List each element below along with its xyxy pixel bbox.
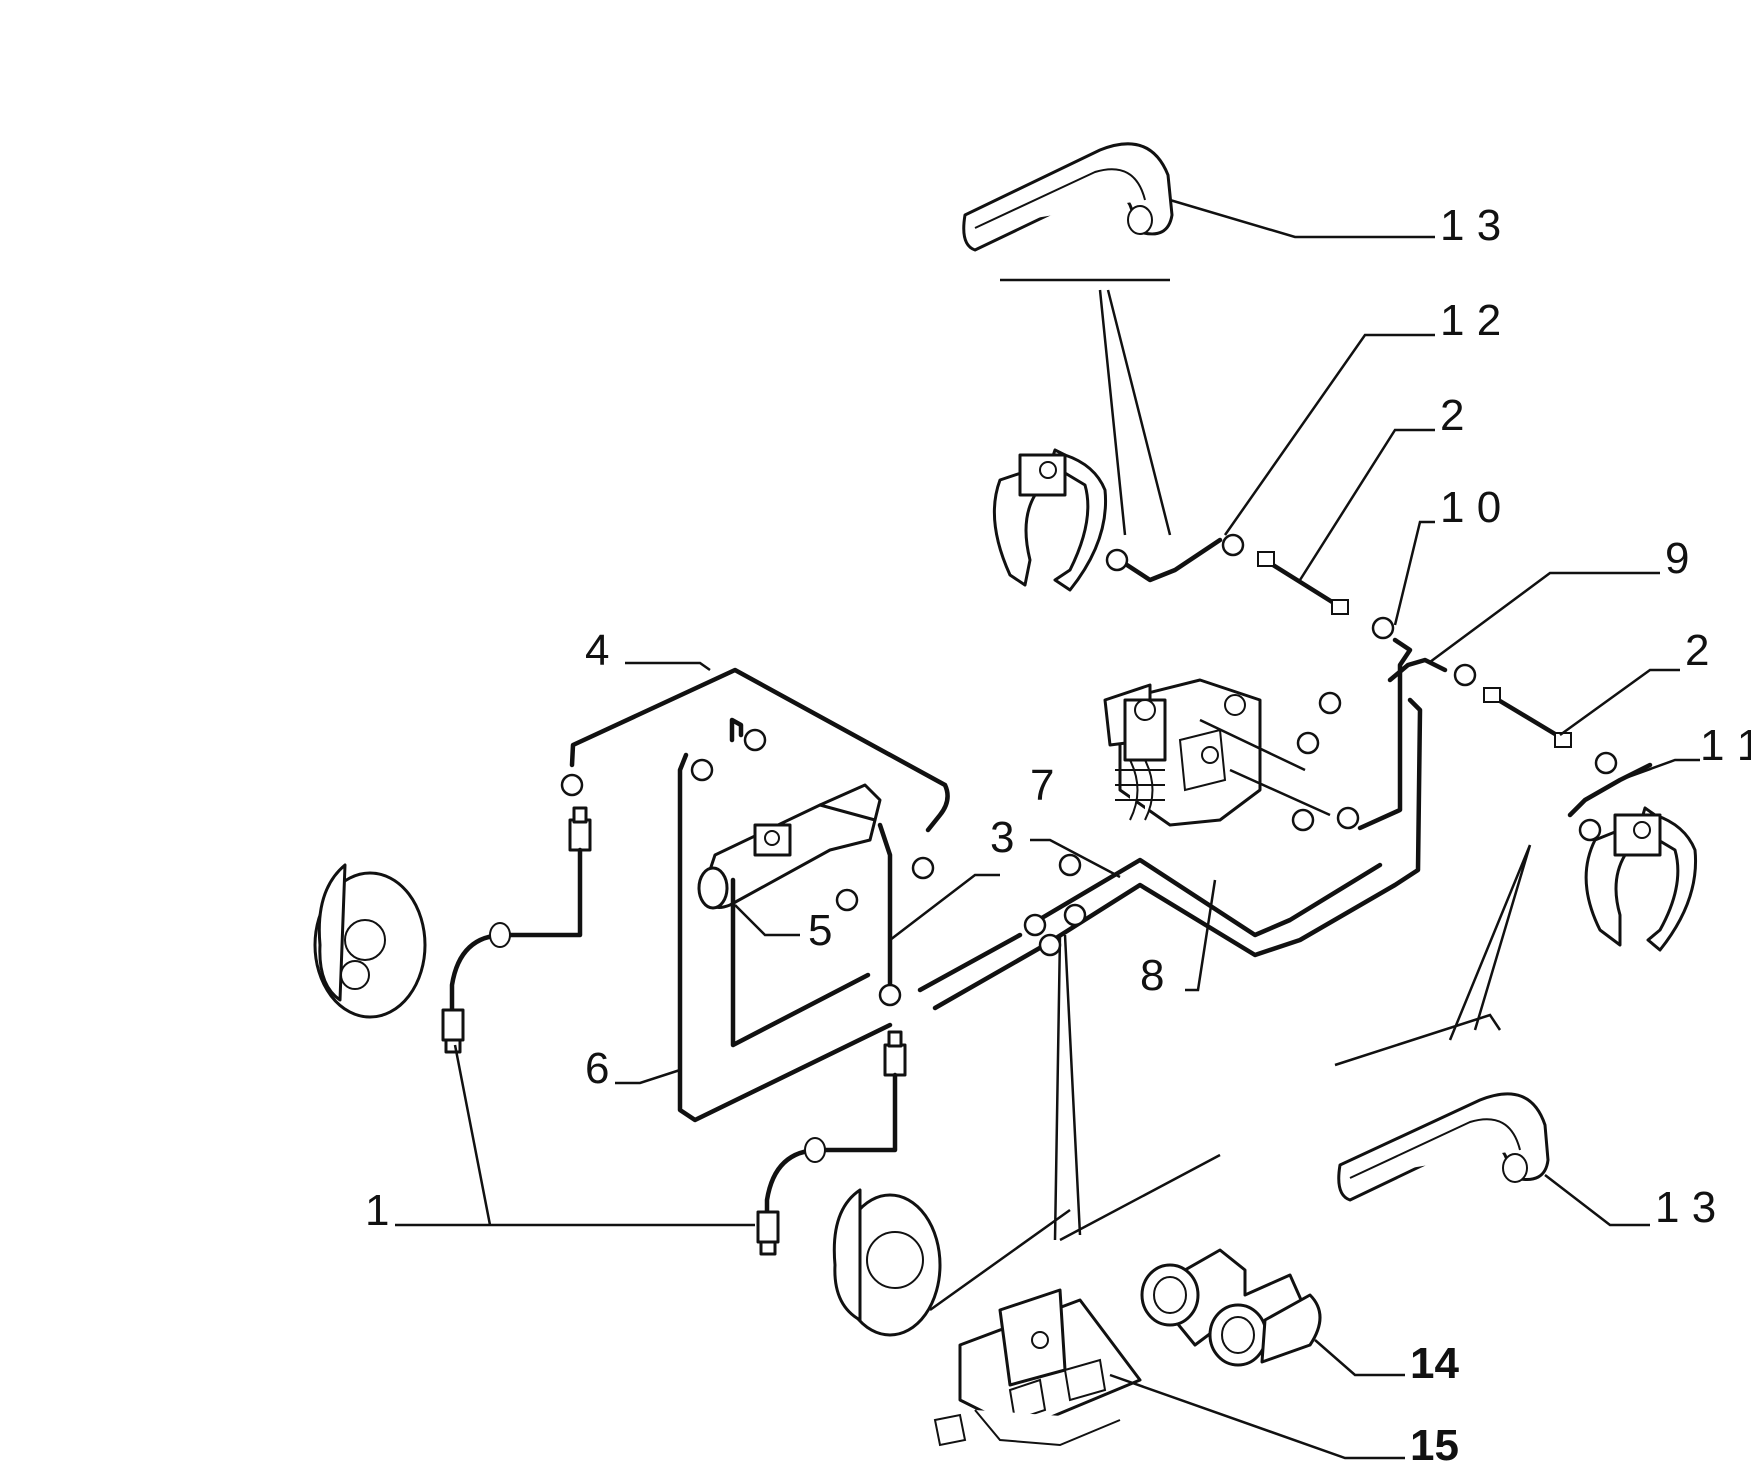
part-14-double-union: [1140, 1248, 1322, 1367]
front-left-disc: [313, 863, 427, 1019]
master-cylinder: [690, 728, 935, 912]
leader-3: [889, 873, 1000, 941]
pipe-3: [877, 822, 893, 1003]
part-12-caliper-top: [992, 448, 1223, 592]
callout-12: 1 2: [1440, 296, 1501, 345]
pipe-4: [569, 667, 950, 833]
pipe-9: [1387, 657, 1448, 683]
callout-2b: 2: [1685, 626, 1709, 675]
leader-6: [615, 1068, 681, 1085]
brake-pipes: [560, 533, 1618, 1123]
callout-11: 1 1: [1700, 721, 1751, 770]
callout-2a: 2: [1440, 391, 1464, 440]
bleeder-screw-2b: [1487, 692, 1568, 743]
pipe-6: [677, 752, 893, 1123]
callout-1: 1: [365, 1186, 389, 1235]
callout-15: 15: [1410, 1421, 1459, 1470]
leader-13-top: [1169, 198, 1435, 239]
leader-1: [395, 1044, 755, 1227]
callout-13-top: 1 3: [1440, 201, 1501, 250]
part-15-bracket: [929, 934, 1221, 1447]
callout-labels: 1 3 1 2 2 1 0 9 2 1 1 1 3 14 15 4 5 3 7 …: [365, 201, 1751, 1470]
leader-8: [1185, 879, 1217, 992]
leader-7: [1030, 838, 1121, 879]
callout-13-bottom: 1 3: [1655, 1183, 1716, 1232]
callout-7: 7: [1030, 761, 1054, 810]
callout-10: 1 0: [1440, 483, 1501, 532]
flexible-hose-right: [756, 1030, 907, 1256]
part-13-clip-top: [962, 142, 1174, 536]
leader-2a: [1298, 428, 1435, 581]
pipe-5: [729, 717, 871, 1048]
pipe-10: [1357, 637, 1413, 831]
leader-13-bottom: [1544, 1174, 1650, 1227]
callout-14: 14: [1410, 1339, 1459, 1388]
flexible-hose-left: [441, 806, 592, 1054]
leader-2b: [1559, 668, 1680, 737]
leader-15: [1109, 1373, 1405, 1460]
callout-9: 9: [1665, 534, 1689, 583]
callout-5: 5: [808, 906, 832, 955]
part-11-caliper-right: [1567, 762, 1698, 952]
part-13-clip-bottom: [1334, 844, 1550, 1202]
callout-8: 8: [1140, 951, 1164, 1000]
leader-12: [1223, 333, 1435, 536]
leader-14: [1314, 1339, 1405, 1377]
leader-lines: [395, 198, 1700, 1460]
leader-10: [1393, 520, 1435, 626]
leader-9: [1429, 571, 1660, 664]
pipe-7: [1027, 857, 1383, 938]
brake-pressure-regulator: [1103, 678, 1360, 832]
leader-5: [734, 904, 800, 937]
leader-4: [625, 661, 711, 672]
front-right-disc: [832, 1188, 942, 1337]
leader-11: [1619, 758, 1700, 782]
callout-6: 6: [585, 1044, 609, 1093]
callout-3: 3: [990, 813, 1014, 862]
callout-4: 4: [585, 626, 609, 675]
